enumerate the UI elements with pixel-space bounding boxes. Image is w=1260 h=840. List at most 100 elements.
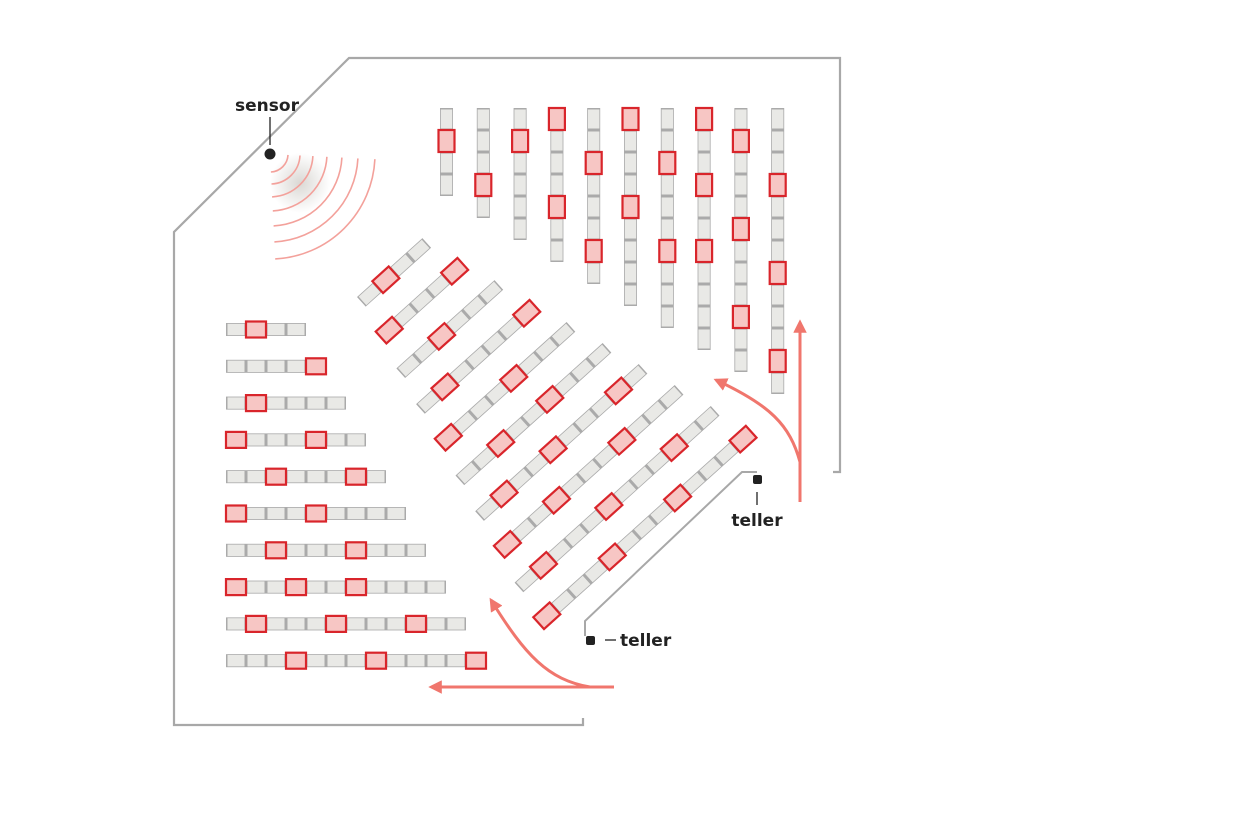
seat-row xyxy=(226,320,306,339)
seat-empty xyxy=(387,618,405,630)
seat-empty xyxy=(509,468,532,490)
seat-empty xyxy=(347,655,365,667)
seat-empty xyxy=(548,540,571,562)
seat-empty xyxy=(287,397,305,409)
seat-empty xyxy=(499,317,522,339)
seat-empty xyxy=(698,285,710,305)
seat-occupied xyxy=(662,483,693,513)
seat-occupied xyxy=(498,363,529,394)
seat-row xyxy=(514,405,720,593)
seat-row xyxy=(357,238,432,307)
seat-empty xyxy=(772,219,784,239)
seat-empty xyxy=(627,416,650,438)
seat-occupied xyxy=(658,238,677,264)
seat-occupied xyxy=(488,479,520,509)
seat-row xyxy=(437,108,456,196)
seat-empty xyxy=(457,462,479,484)
seat-empty xyxy=(247,507,265,520)
seat-occupied xyxy=(528,550,559,581)
seat-empty xyxy=(387,507,405,520)
seat-occupied xyxy=(244,320,268,339)
seat-empty xyxy=(479,281,502,303)
seat-empty xyxy=(387,544,405,556)
seat-empty xyxy=(476,498,499,520)
seat-empty xyxy=(398,355,420,377)
seat-empty xyxy=(287,507,305,520)
seat-empty xyxy=(227,397,245,409)
seat-occupied xyxy=(731,128,751,154)
teller-label-bottom: teller xyxy=(620,631,672,651)
seat-empty xyxy=(227,655,245,667)
seat-row xyxy=(396,280,504,379)
seat-empty xyxy=(394,304,417,327)
seat-empty xyxy=(624,175,637,195)
seat-empty xyxy=(634,516,656,539)
seat-occupied xyxy=(547,194,567,220)
seat-row xyxy=(226,541,426,560)
seat-row xyxy=(584,108,603,284)
sensor-wave xyxy=(272,156,328,212)
seat-occupied xyxy=(621,194,640,220)
seat-empty xyxy=(535,338,558,360)
seat-occupied xyxy=(597,542,628,572)
seat-empty xyxy=(466,346,489,369)
seat-occupied xyxy=(603,376,634,406)
seat-empty xyxy=(772,109,784,129)
seat-empty xyxy=(307,471,325,483)
seat-row xyxy=(474,108,493,218)
seat-empty xyxy=(565,525,588,547)
seat-empty xyxy=(327,507,345,520)
seat-empty xyxy=(660,386,682,408)
seat-occupied xyxy=(464,651,488,670)
seat-empty xyxy=(588,175,600,195)
seat-occupied xyxy=(727,424,759,454)
seat-occupied xyxy=(304,430,328,449)
seat-empty xyxy=(624,219,637,239)
seat-occupied xyxy=(244,614,268,634)
seat-empty xyxy=(588,197,600,217)
seat-empty xyxy=(427,655,445,667)
seat-occupied xyxy=(606,426,637,457)
seat-occupied xyxy=(659,432,690,463)
seat-empty xyxy=(307,618,325,630)
seat-empty xyxy=(514,219,526,239)
seat-row xyxy=(510,108,530,240)
seat-occupied xyxy=(768,172,787,198)
seat-empty xyxy=(698,307,710,327)
seat-occupied xyxy=(768,348,787,374)
seat-empty xyxy=(696,407,718,429)
seat-empty xyxy=(698,219,710,239)
seat-empty xyxy=(661,197,673,217)
seat-empty xyxy=(772,285,784,305)
seat-empty xyxy=(571,359,594,381)
seat-empty xyxy=(698,329,710,349)
seat-empty xyxy=(427,275,450,297)
sensor-wave xyxy=(271,155,301,185)
seat-empty xyxy=(643,401,666,423)
seat-occupied xyxy=(621,106,640,132)
seat-empty xyxy=(594,445,617,467)
seat-empty xyxy=(551,153,563,173)
seat-empty xyxy=(247,434,265,446)
arrow-up-left xyxy=(713,378,802,463)
seat-empty xyxy=(470,397,492,419)
seat-occupied xyxy=(584,238,603,264)
seat-occupied xyxy=(324,614,348,634)
seat-occupied xyxy=(404,614,428,634)
seat-empty xyxy=(735,175,747,195)
seat-empty xyxy=(486,382,509,404)
seat-occupied xyxy=(694,238,714,264)
seat-occupied xyxy=(364,651,388,670)
seat-row xyxy=(224,577,446,597)
section-diagonal xyxy=(357,238,759,631)
seat-empty xyxy=(287,544,305,556)
seat-row xyxy=(226,614,466,634)
seat-occupied xyxy=(224,504,248,523)
seat-occupied xyxy=(534,384,565,415)
seat-empty xyxy=(227,323,245,336)
seat-empty xyxy=(584,561,607,583)
seat-empty xyxy=(588,109,600,129)
seat-empty xyxy=(227,544,245,556)
seat-row xyxy=(455,343,612,486)
